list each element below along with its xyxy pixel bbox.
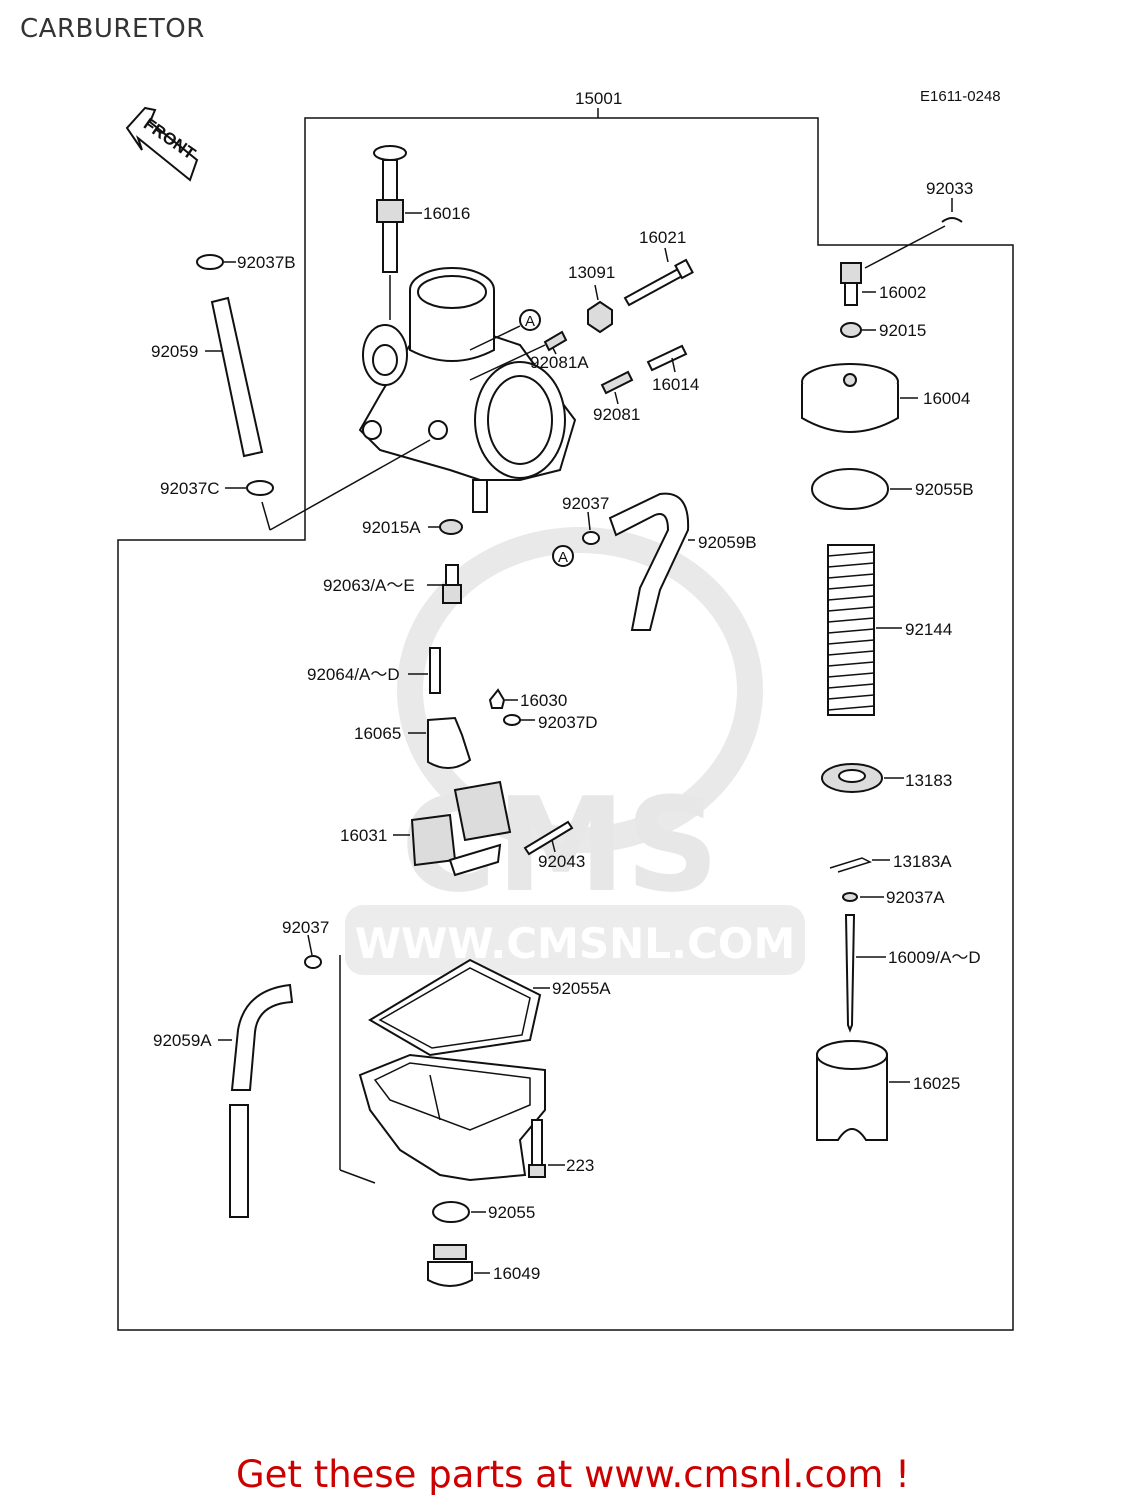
part-16049 (427, 1244, 490, 1287)
label-16065: 16065 (354, 724, 401, 743)
watermark: CMS WWW.CMSNL.COM (345, 527, 805, 975)
part-92059B (608, 492, 695, 631)
part-16014 (646, 344, 688, 373)
part-92059 (205, 296, 264, 458)
part-92144 (827, 544, 902, 716)
label-13183: 13183 (905, 771, 952, 790)
label-92081: 92081 (593, 405, 640, 424)
part-92037B (196, 254, 236, 270)
footer-cta-link[interactable]: Get these parts at www.cmsnl.com ! (235, 1453, 910, 1496)
part-16021 (623, 247, 694, 307)
label-92037A: 92037A (886, 888, 945, 907)
assembly-number: 15001 (575, 89, 622, 108)
part-16065 (408, 716, 472, 769)
label-16031: 16031 (340, 826, 387, 845)
watermark-url-text: WWW.CMSNL.COM (355, 919, 796, 968)
part-92055A (368, 958, 550, 1057)
marker-a-top: A (469, 309, 541, 351)
part-92015 (840, 322, 876, 338)
label-16016: 16016 (423, 204, 470, 223)
part-223 (528, 1119, 565, 1178)
label-92144: 92144 (905, 620, 952, 639)
label-92055B: 92055B (915, 480, 974, 499)
part-labels: 16016 92037B 92059 92037C 16021 13091 92… (151, 179, 981, 1283)
label-92037-lower: 92037 (282, 918, 329, 937)
carburetor-body (358, 267, 577, 513)
part-13183A (829, 857, 890, 873)
part-16004 (801, 363, 918, 433)
label-92043: 92043 (538, 852, 585, 871)
label-92037-upper: 92037 (562, 494, 609, 513)
part-92043 (523, 820, 574, 856)
label-92063: 92063/A～E (323, 576, 415, 595)
part-16025 (816, 1040, 910, 1141)
part-16002 (840, 262, 876, 306)
part-92081 (600, 370, 634, 405)
part-92015A (428, 519, 463, 535)
exploded-parts-diagram: CMS WWW.CMSNL.COM FRONT E1611-0248 15001 (117, 88, 1014, 1331)
label-92033: 92033 (926, 179, 973, 198)
label-16009: 16009/A～D (888, 948, 981, 967)
label-92081A: 92081A (530, 353, 589, 372)
part-92037D (503, 714, 535, 726)
part-16030 (488, 688, 518, 709)
label-16021: 16021 (639, 228, 686, 247)
label-16049: 16049 (493, 1264, 540, 1283)
label-13183A: 13183A (893, 852, 952, 871)
label-16030: 16030 (520, 691, 567, 710)
marker-a-top-label: A (525, 313, 535, 330)
page-title: CARBURETOR (20, 14, 205, 44)
part-92059A (218, 983, 294, 1218)
label-16014: 16014 (652, 375, 699, 394)
front-arrow: FRONT (125, 106, 199, 182)
label-16002: 16002 (879, 283, 926, 302)
label-92015: 92015 (879, 321, 926, 340)
part-92037-lower (304, 934, 322, 969)
label-92059A: 92059A (153, 1031, 212, 1050)
part-92055 (432, 1201, 486, 1223)
part-92064 (408, 647, 441, 694)
label-223: 223 (566, 1156, 594, 1175)
label-92037C: 92037C (160, 479, 220, 498)
diagram-code: E1611-0248 (920, 88, 1001, 105)
label-92059B: 92059B (698, 533, 757, 552)
part-13183 (821, 763, 904, 793)
marker-a-mid-label: A (558, 549, 568, 566)
label-92037B: 92037B (237, 253, 296, 272)
label-92055: 92055 (488, 1203, 535, 1222)
label-92059: 92059 (151, 342, 198, 361)
label-16004: 16004 (923, 389, 970, 408)
part-16031 (393, 780, 512, 877)
label-92015A: 92015A (362, 518, 421, 537)
part-92081A (469, 330, 568, 381)
marker-a-mid: A (552, 545, 574, 567)
label-92037D: 92037D (538, 713, 598, 732)
label-16025: 16025 (913, 1074, 960, 1093)
part-92055B (811, 468, 912, 510)
part-92033 (864, 198, 963, 269)
part-16016 (373, 145, 422, 320)
assembly-boundary (117, 117, 1014, 1331)
label-92064: 92064/A～D (307, 665, 400, 684)
part-92037-upper (582, 511, 600, 545)
float-bowl (339, 955, 546, 1184)
part-92037C (225, 439, 431, 531)
part-92037A (842, 892, 884, 902)
label-92055A: 92055A (552, 979, 611, 998)
part-13091 (587, 284, 613, 334)
part-16009 (844, 914, 886, 1033)
label-13091: 13091 (568, 263, 615, 282)
part-92063 (427, 564, 462, 604)
